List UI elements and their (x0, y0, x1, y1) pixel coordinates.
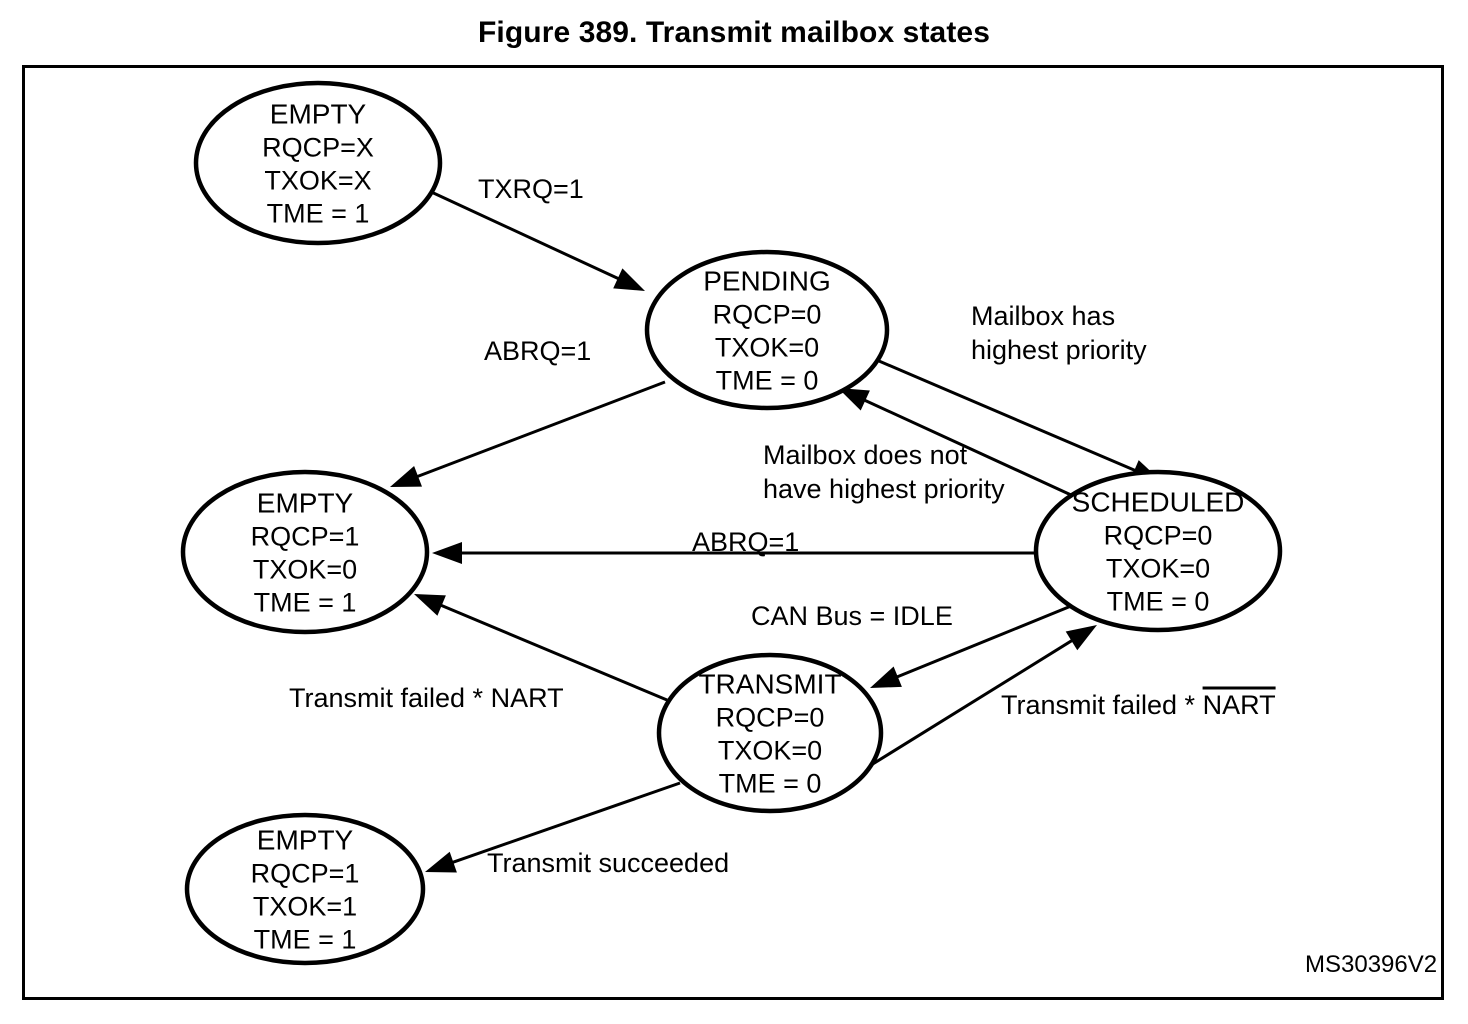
figure-title: Figure 389. Transmit mailbox states (477, 16, 991, 49)
diagram-frame (22, 65, 1444, 1000)
